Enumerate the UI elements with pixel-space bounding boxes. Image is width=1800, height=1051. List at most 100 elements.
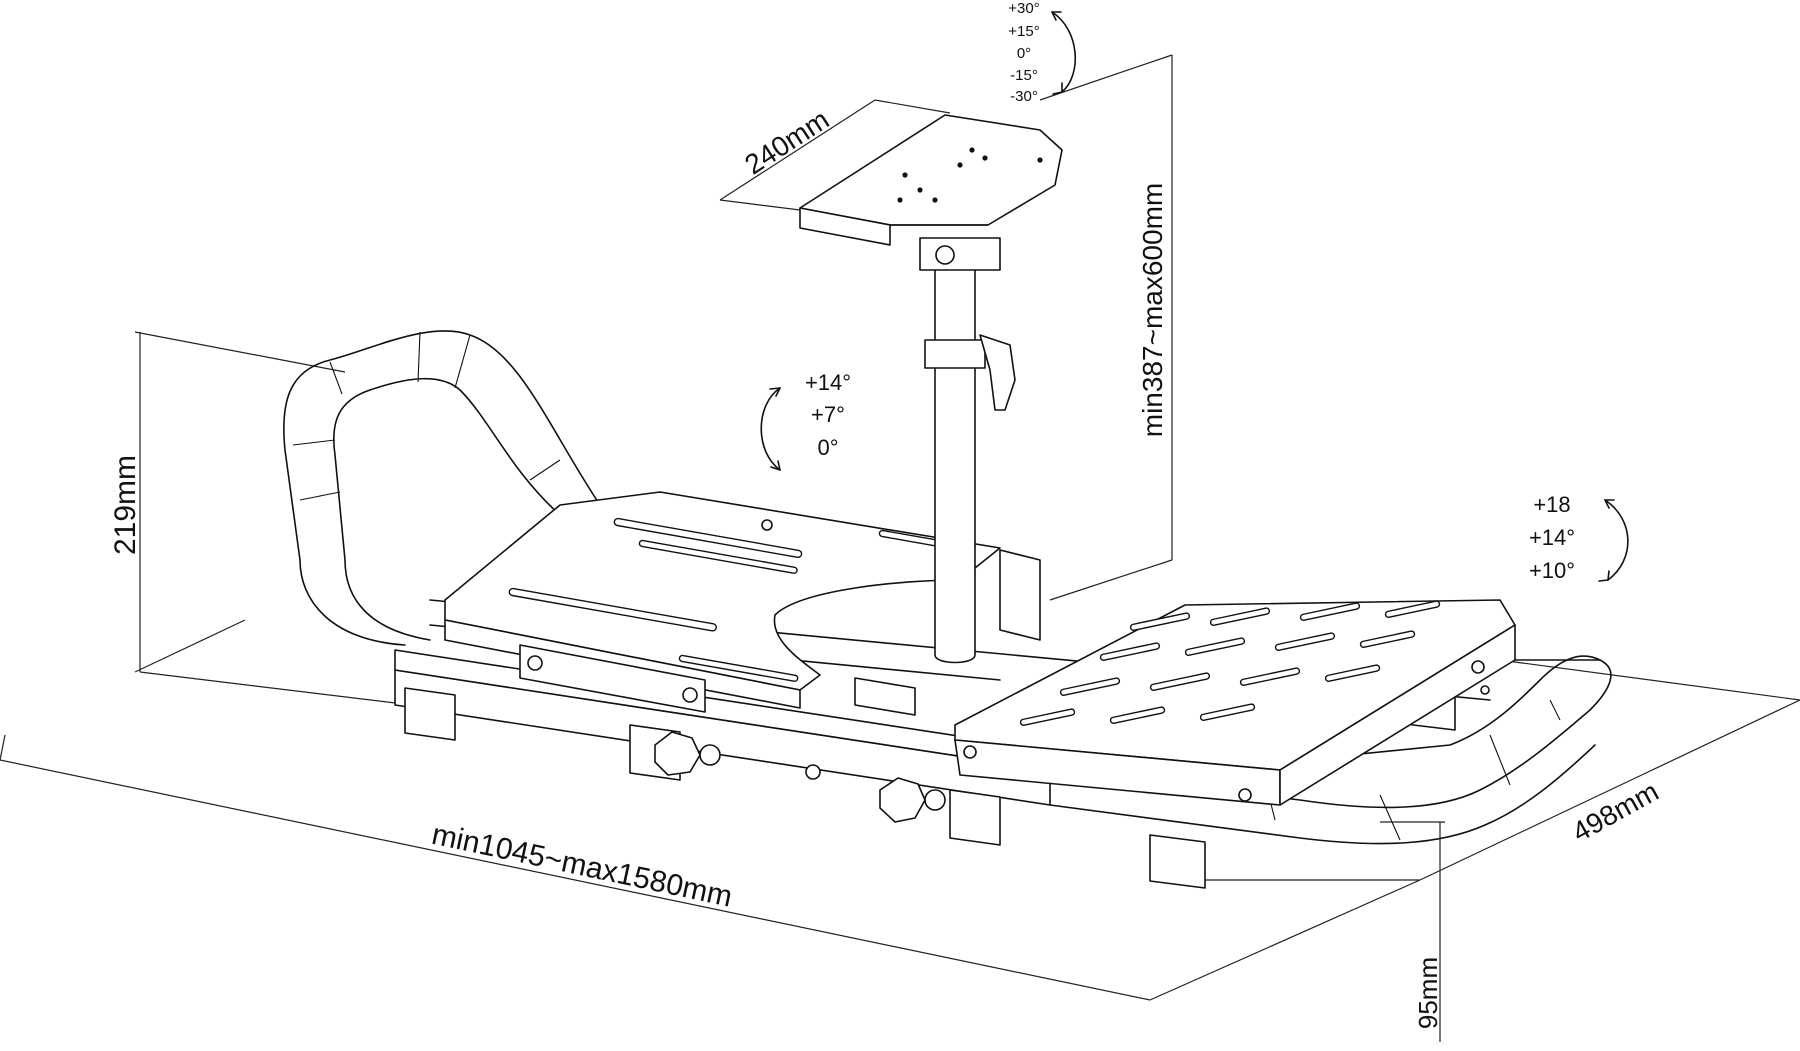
mast-angle-2: +7° — [811, 402, 845, 427]
mast-height-label: min387~max600mm — [1137, 183, 1168, 437]
pedal-plate — [954, 599, 1516, 806]
mast-height-ext-bottom — [1049, 559, 1173, 601]
wheel-plate-ext-left — [719, 199, 801, 211]
pedal-slot-7 — [1274, 632, 1336, 652]
knob-left — [654, 731, 701, 776]
seat-bracket — [519, 644, 706, 713]
rail-bolt — [805, 764, 821, 780]
wheel-plate-dim-line — [719, 99, 876, 201]
seat-plate — [444, 491, 1001, 713]
length-label: min1045~max1580mm — [429, 818, 735, 914]
seat-height-ext-bottom — [134, 619, 246, 673]
knob-right-hub — [924, 789, 946, 811]
seat-bracket-bolt-2 — [682, 687, 698, 703]
length-ext-right — [1149, 879, 1421, 1001]
pedal-rotation-arrow — [1604, 499, 1629, 581]
wheel-plate-hole-2 — [982, 155, 988, 161]
pedal-bolt-2 — [1238, 788, 1252, 802]
mast-clamp-lever — [979, 334, 1016, 411]
wheel-plate-top — [799, 114, 1063, 226]
wheel-angle-5: -30° — [1010, 88, 1038, 105]
rail-right-loop-outer — [1049, 655, 1612, 809]
pedal-slot-13 — [1019, 708, 1076, 727]
knob-right — [879, 777, 926, 823]
mast-clamp — [924, 339, 986, 369]
foot-block-3 — [949, 789, 1001, 846]
foot-block-1 — [404, 687, 456, 741]
wheel-plate-hole-1 — [969, 147, 975, 153]
seat-height-ext-top — [134, 331, 346, 373]
length-ext-left — [0, 734, 6, 761]
depth-ext-right — [1499, 659, 1800, 701]
depth-label: 498mm — [1567, 775, 1664, 847]
wheel-mast — [854, 237, 1041, 716]
adjustment-knobs — [654, 731, 946, 823]
mast-base-clamp — [854, 677, 916, 716]
pedal-slot-1 — [1129, 612, 1191, 632]
pedal-plate-side — [1279, 624, 1516, 806]
pedal-bolt-3 — [1471, 660, 1485, 674]
rail-right-loop-lower — [1049, 744, 1596, 845]
seat-bracket-bolt-1 — [527, 655, 543, 671]
pedal-slot-5 — [1099, 642, 1161, 662]
wheel-angle-1: +30° — [1008, 0, 1039, 17]
pedal-slot-15 — [1199, 703, 1256, 722]
pedal-arrow-head-top — [1604, 499, 1615, 509]
wheel-plate-hole-4 — [902, 172, 908, 178]
wheel-plate-hole-8 — [1037, 157, 1043, 163]
wheel-plate-front — [799, 207, 891, 246]
pedal-angle-1: +18 — [1533, 492, 1570, 517]
pedal-slot-12 — [1324, 664, 1381, 683]
seat-back-frame — [283, 330, 601, 646]
wheel-rotation-arrow — [1051, 11, 1077, 93]
wheel-arrow-head-bottom — [1052, 82, 1063, 95]
wheel-plate-hole-7 — [897, 197, 903, 203]
mast-arrow-head-top — [769, 387, 781, 397]
pedal-slot-8 — [1359, 630, 1416, 649]
foot-block-4 — [1149, 834, 1206, 889]
seat-slot-2 — [613, 517, 803, 559]
pedal-slot-2 — [1209, 607, 1271, 627]
seat-back-outer — [283, 330, 601, 646]
pedal-slot-6 — [1184, 637, 1246, 657]
wheel-arrow-head-top — [1051, 11, 1062, 21]
mast-tube — [934, 254, 976, 664]
wheel-plate-hole-3 — [957, 162, 963, 168]
mast-top-joint — [919, 237, 1001, 271]
pedal-bolt-1 — [963, 745, 977, 759]
seat-slot-3 — [638, 539, 798, 574]
mast-base-bracket — [999, 549, 1041, 641]
pedal-slot-4 — [1384, 600, 1441, 619]
pedal-slot-3 — [1299, 602, 1361, 622]
seat-back-segment-lines — [292, 331, 561, 501]
wheel-plate — [799, 114, 1063, 246]
mast-angle-1: +14° — [805, 370, 851, 395]
wheel-plate-ext-right — [874, 99, 951, 114]
rotation-arrows — [760, 11, 1629, 582]
seat-height-label: 219mm — [109, 455, 142, 555]
wheel-angle-3: 0° — [1017, 45, 1031, 62]
mast-top-knob — [935, 245, 955, 265]
wheel-angle-4: -15° — [1010, 67, 1038, 84]
wheel-plate-hole-5 — [917, 187, 923, 193]
pedal-bolt-4 — [1480, 685, 1490, 695]
length-dim-line — [0, 759, 1151, 1001]
depth-dim-line — [1419, 699, 1800, 881]
mast-arrow-head-bottom — [770, 460, 781, 471]
pedal-slot-10 — [1149, 672, 1211, 692]
wheel-plate-hole-6 — [932, 197, 938, 203]
seat-slot-4 — [678, 654, 799, 682]
seat-hole — [761, 519, 773, 531]
knob-left-hub — [699, 744, 721, 766]
pedal-arrow-head-bottom — [1598, 570, 1610, 582]
wheel-angle-2: +15° — [1008, 23, 1039, 40]
pedal-slot-11 — [1239, 667, 1301, 687]
base-height-label: 95mm — [1413, 957, 1443, 1029]
mast-angle-3: 0° — [817, 435, 838, 460]
seat-back-inner — [333, 377, 561, 641]
pedal-angle-2: +14° — [1529, 525, 1575, 550]
pedal-angle-3: +10° — [1529, 558, 1575, 583]
seat-slot-1 — [508, 587, 717, 632]
